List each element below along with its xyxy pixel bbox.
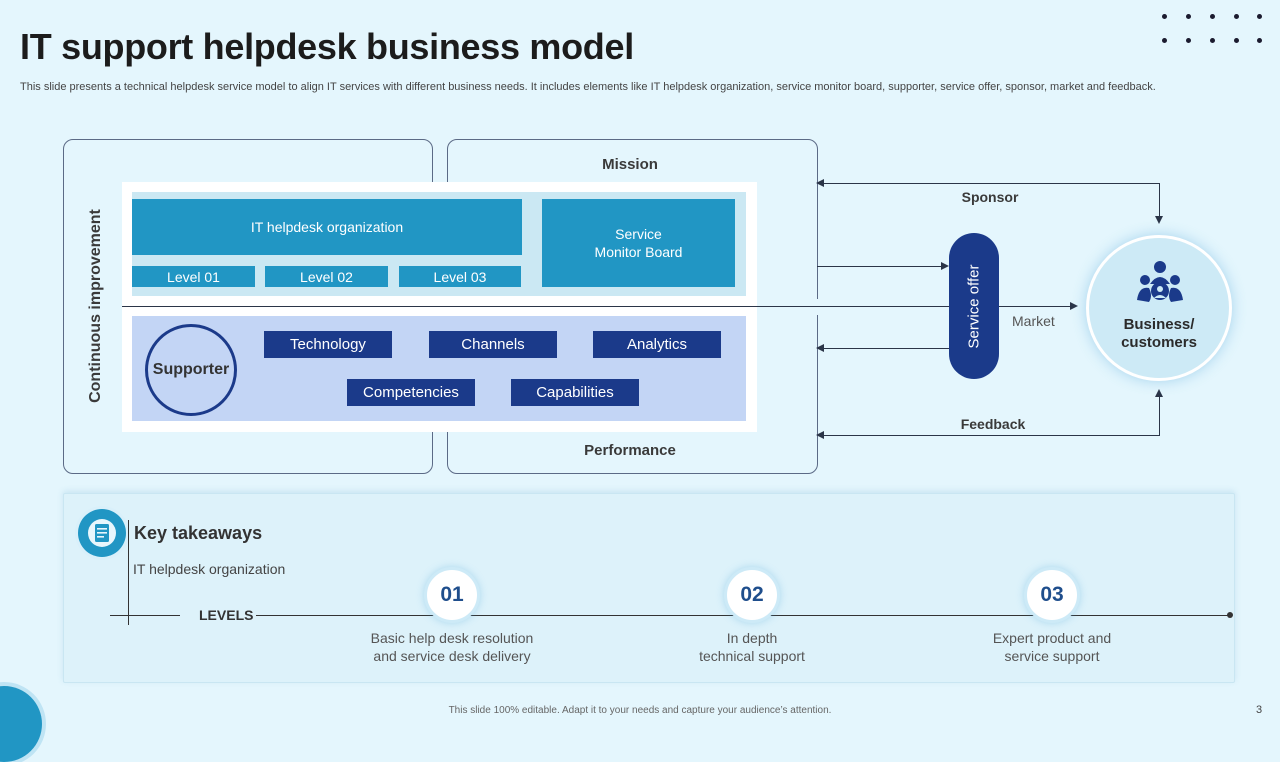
business-line2: customers — [1121, 334, 1197, 351]
takeaway-desc-02-line2: technical support — [699, 648, 805, 664]
performance-label: Performance — [584, 442, 676, 459]
timeline-line-left — [110, 615, 180, 616]
dots-grid-icon — [1162, 12, 1262, 46]
feedback-label: Feedback — [960, 416, 1026, 432]
takeaway-desc-02-line1: In depth — [726, 630, 778, 646]
page-title: IT support helpdesk business model — [20, 26, 634, 67]
page-number: 3 — [1256, 704, 1263, 716]
takeaway-desc-01-line1: Basic help desk resolution — [370, 630, 534, 646]
takeaway-num-02: 02 — [724, 567, 780, 623]
analytics-box: Analytics — [593, 331, 721, 358]
takeaway-desc-03: Expert product and service support — [932, 629, 1172, 665]
service-offer-text: Service offer — [965, 264, 983, 348]
business-line1: Business/ — [1123, 316, 1195, 333]
market-arrow-head — [1070, 302, 1078, 310]
document-icon — [78, 509, 126, 557]
competencies-box: Competencies — [347, 379, 475, 406]
service-offer-pill: Service offer — [949, 233, 999, 379]
takeaway-desc-02: In depth technical support — [632, 629, 872, 665]
business-customers-text: Business/ customers — [1089, 316, 1229, 352]
sponsor-label: Sponsor — [961, 189, 1019, 205]
takeaway-num-03: 03 — [1024, 567, 1080, 623]
business-customers-circle: Business/ customers — [1086, 235, 1232, 381]
feedback-vertical — [1159, 396, 1160, 435]
from-service-offer-arrow — [816, 344, 824, 352]
market-line — [122, 306, 1072, 307]
corner-decoration — [0, 686, 42, 762]
takeaways-vertical-rule — [128, 520, 129, 625]
takeaway-num-01: 01 — [424, 567, 480, 623]
service-monitor-board-line2: Monitor Board — [594, 244, 683, 260]
supporter-circle: Supporter — [145, 324, 237, 416]
to-service-offer-arrow — [941, 262, 949, 270]
continuous-improvement-text: Continuous improvement — [87, 209, 104, 403]
takeaway-desc-03-line1: Expert product and — [992, 630, 1112, 646]
footer-note: This slide 100% editable. Adapt it to yo… — [448, 705, 832, 716]
feedback-up-arrow — [1155, 389, 1163, 397]
takeaways-subheading: IT helpdesk organization — [133, 561, 286, 577]
sponsor-vertical — [1159, 183, 1160, 217]
team-people-icon — [1137, 261, 1183, 302]
timeline-end-dot — [1227, 612, 1233, 618]
continuous-improvement-label: Continuous improvement — [87, 209, 105, 403]
frame-gap — [755, 299, 825, 315]
service-monitor-board-box: Service Monitor Board — [542, 199, 735, 287]
helpdesk-org-box: IT helpdesk organization — [132, 199, 522, 255]
from-service-offer-line — [824, 348, 950, 349]
level-02-box: Level 02 — [265, 266, 388, 287]
feedback-arrow-head — [816, 431, 824, 439]
page-subtitle: This slide presents a technical helpdesk… — [20, 81, 1156, 93]
sponsor-down-arrow — [1155, 216, 1163, 224]
to-service-offer-line — [817, 266, 942, 267]
channels-box: Channels — [429, 331, 557, 358]
sponsor-line — [820, 183, 1160, 184]
level-01-box: Level 01 — [132, 266, 255, 287]
takeaway-desc-01: Basic help desk resolution and service d… — [332, 629, 572, 665]
technology-box: Technology — [264, 331, 392, 358]
supporter-text: Supporter — [152, 361, 230, 378]
feedback-line — [820, 435, 1160, 436]
capabilities-box: Capabilities — [511, 379, 639, 406]
takeaway-desc-01-line2: and service desk delivery — [373, 648, 531, 664]
mission-label: Mission — [602, 156, 658, 173]
service-monitor-board-line1: Service — [615, 226, 662, 242]
market-label: Market — [1012, 313, 1055, 329]
key-takeaways-heading: Key takeaways — [134, 523, 263, 543]
level-03-box: Level 03 — [399, 266, 521, 287]
takeaway-desc-03-line2: service support — [1004, 648, 1100, 664]
sponsor-arrow-head — [816, 179, 824, 187]
levels-label: LEVELS — [199, 607, 254, 623]
